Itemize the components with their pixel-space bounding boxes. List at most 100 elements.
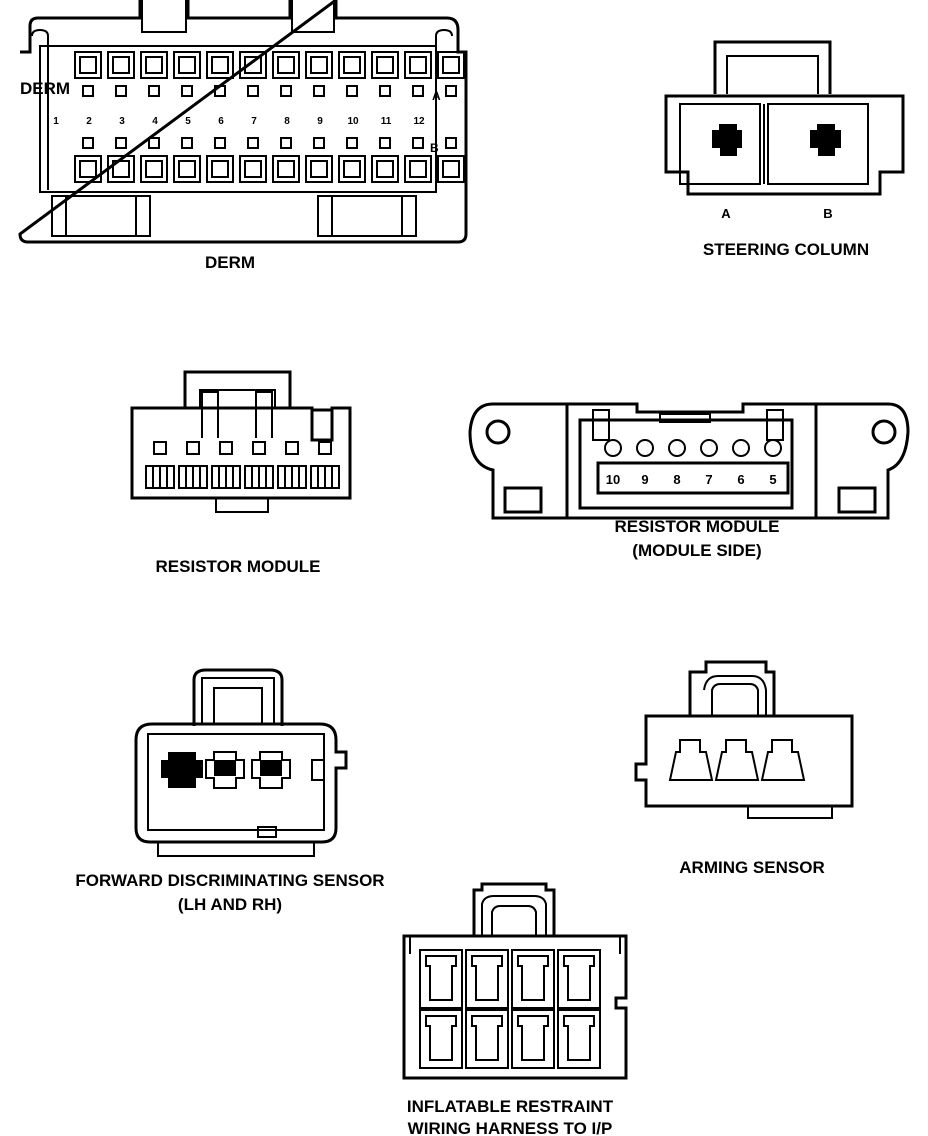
inflatable-harness-cavity — [419, 949, 463, 1009]
inflatable-harness-label-line1: INFLATABLE RESTRAINT — [407, 1097, 614, 1116]
derm-row-b-terminal — [239, 155, 267, 183]
derm-row-b-latch — [412, 137, 424, 149]
derm-row-a-latch — [148, 85, 160, 97]
forward-sensor-label-line2: (LH AND RH) — [178, 895, 282, 914]
resistor-module-side-pin-number: 6 — [737, 472, 744, 487]
derm-row-a-terminal — [371, 51, 399, 79]
derm-row-b-terminal-inner — [244, 160, 262, 178]
inflatable-harness-cavity — [465, 1009, 509, 1069]
derm-row-a-terminal — [404, 51, 432, 79]
derm-row-b-latch — [115, 137, 127, 149]
inflatable-harness-cavity — [465, 949, 509, 1009]
derm-row-b-latch — [280, 137, 292, 149]
derm-row-b-terminal-inner — [79, 160, 97, 178]
derm-row-a-terminal — [206, 51, 234, 79]
forward-sensor-connector — [134, 668, 348, 857]
derm-row-a-terminal-inner — [178, 56, 196, 74]
derm-row-a-latch — [214, 85, 226, 97]
resistor-module-side-pin-number: 5 — [769, 472, 776, 487]
derm-pin-number: 5 — [185, 116, 191, 127]
derm-row-b-terminal — [206, 155, 234, 183]
forward-sensor-terminal-2 — [214, 760, 236, 776]
resistor-module-side-pin-number: 9 — [641, 472, 648, 487]
inflatable-harness-cavity — [557, 1009, 601, 1069]
derm-row-a-terminal — [239, 51, 267, 79]
derm-row-a-terminal-inner — [277, 56, 295, 74]
derm-row-a-terminal-inner — [442, 56, 460, 74]
derm-row-a-latch — [181, 85, 193, 97]
derm-pin-number: 8 — [284, 116, 290, 127]
derm-row-a-terminal-inner — [211, 56, 229, 74]
derm-row-b-latch — [82, 137, 94, 149]
resistor-module-latch — [153, 441, 167, 455]
resistor-module-side-contact — [700, 439, 718, 457]
derm-row-b-latch — [445, 137, 457, 149]
derm-row-b-terminal — [437, 155, 465, 183]
derm-row-b-latch — [148, 137, 160, 149]
resistor-module-latch — [318, 441, 332, 455]
resistor-module-side-label-line2: (MODULE SIDE) — [632, 541, 761, 560]
derm-row-b-terminal — [107, 155, 135, 183]
derm-row-b-terminal-inner — [277, 160, 295, 178]
derm-row-b-latch — [379, 137, 391, 149]
derm-row-b-terminal — [305, 155, 333, 183]
derm-row-a-terminal-inner — [343, 56, 361, 74]
resistor-module-latch — [186, 441, 200, 455]
derm-row-a-terminal — [107, 51, 135, 79]
derm-row-b-terminal-inner — [376, 160, 394, 178]
resistor-module-side-contact — [732, 439, 750, 457]
derm-row-a-latch — [412, 85, 424, 97]
forward-sensor-terminal-3 — [260, 760, 282, 776]
steering-column-label: STEERING COLUMN — [703, 240, 869, 259]
derm-row-b-latch — [247, 137, 259, 149]
resistor-module-side-contact — [636, 439, 654, 457]
arming-sensor-label: ARMING SENSOR — [679, 858, 824, 877]
derm-row-a-label: A — [432, 89, 441, 103]
steering-cavity-a-label: A — [721, 206, 731, 221]
resistor-module-latch — [285, 441, 299, 455]
derm-row-a-latch — [280, 85, 292, 97]
derm-row-a-latch — [379, 85, 391, 97]
derm-pin-number: 3 — [119, 116, 125, 127]
derm-row-a-terminal — [74, 51, 102, 79]
derm-row-b-terminal — [404, 155, 432, 183]
derm-row-b-terminal-inner — [343, 160, 361, 178]
derm-row-a-latch — [247, 85, 259, 97]
steering-cavity-b-label: B — [823, 206, 832, 221]
derm-pin-number: 4 — [152, 116, 158, 127]
derm-row-a-terminal-inner — [79, 56, 97, 74]
resistor-module-latch — [219, 441, 233, 455]
derm-row-a-latch — [82, 85, 94, 97]
resistor-module-side-contact — [764, 439, 782, 457]
derm-row-b-terminal — [338, 155, 366, 183]
derm-side-label: DERM — [20, 79, 70, 98]
arming-sensor-connector — [634, 660, 854, 819]
derm-pin-number: 7 — [251, 116, 257, 127]
derm-row-a-terminal-inner — [409, 56, 427, 74]
derm-row-b-terminal-inner — [112, 160, 130, 178]
derm-row-a-terminal — [173, 51, 201, 79]
derm-row-a-terminal-inner — [112, 56, 130, 74]
derm-row-b-latch — [181, 137, 193, 149]
resistor-module-side-pin-number: 8 — [673, 472, 680, 487]
derm-row-b-terminal-inner — [310, 160, 328, 178]
derm-row-a-terminal — [272, 51, 300, 79]
resistor-module-side-contact — [668, 439, 686, 457]
derm-pin-number: 9 — [317, 116, 323, 127]
derm-pin-number: 6 — [218, 116, 224, 127]
derm-row-a-latch — [115, 85, 127, 97]
derm-row-b-terminal-inner — [145, 160, 163, 178]
derm-row-b-terminal — [272, 155, 300, 183]
derm-row-a-terminal — [338, 51, 366, 79]
derm-row-a-terminal — [437, 51, 465, 79]
forward-sensor-label-line1: FORWARD DISCRIMINATING SENSOR — [75, 871, 384, 890]
inflatable-harness-cavity — [511, 949, 555, 1009]
derm-pin-number: 2 — [86, 116, 92, 127]
steering-column-connector: A B — [664, 40, 905, 221]
derm-label: DERM — [205, 253, 255, 272]
derm-row-b-latch — [214, 137, 226, 149]
resistor-module-side-label-line1: RESISTOR MODULE — [615, 517, 780, 536]
